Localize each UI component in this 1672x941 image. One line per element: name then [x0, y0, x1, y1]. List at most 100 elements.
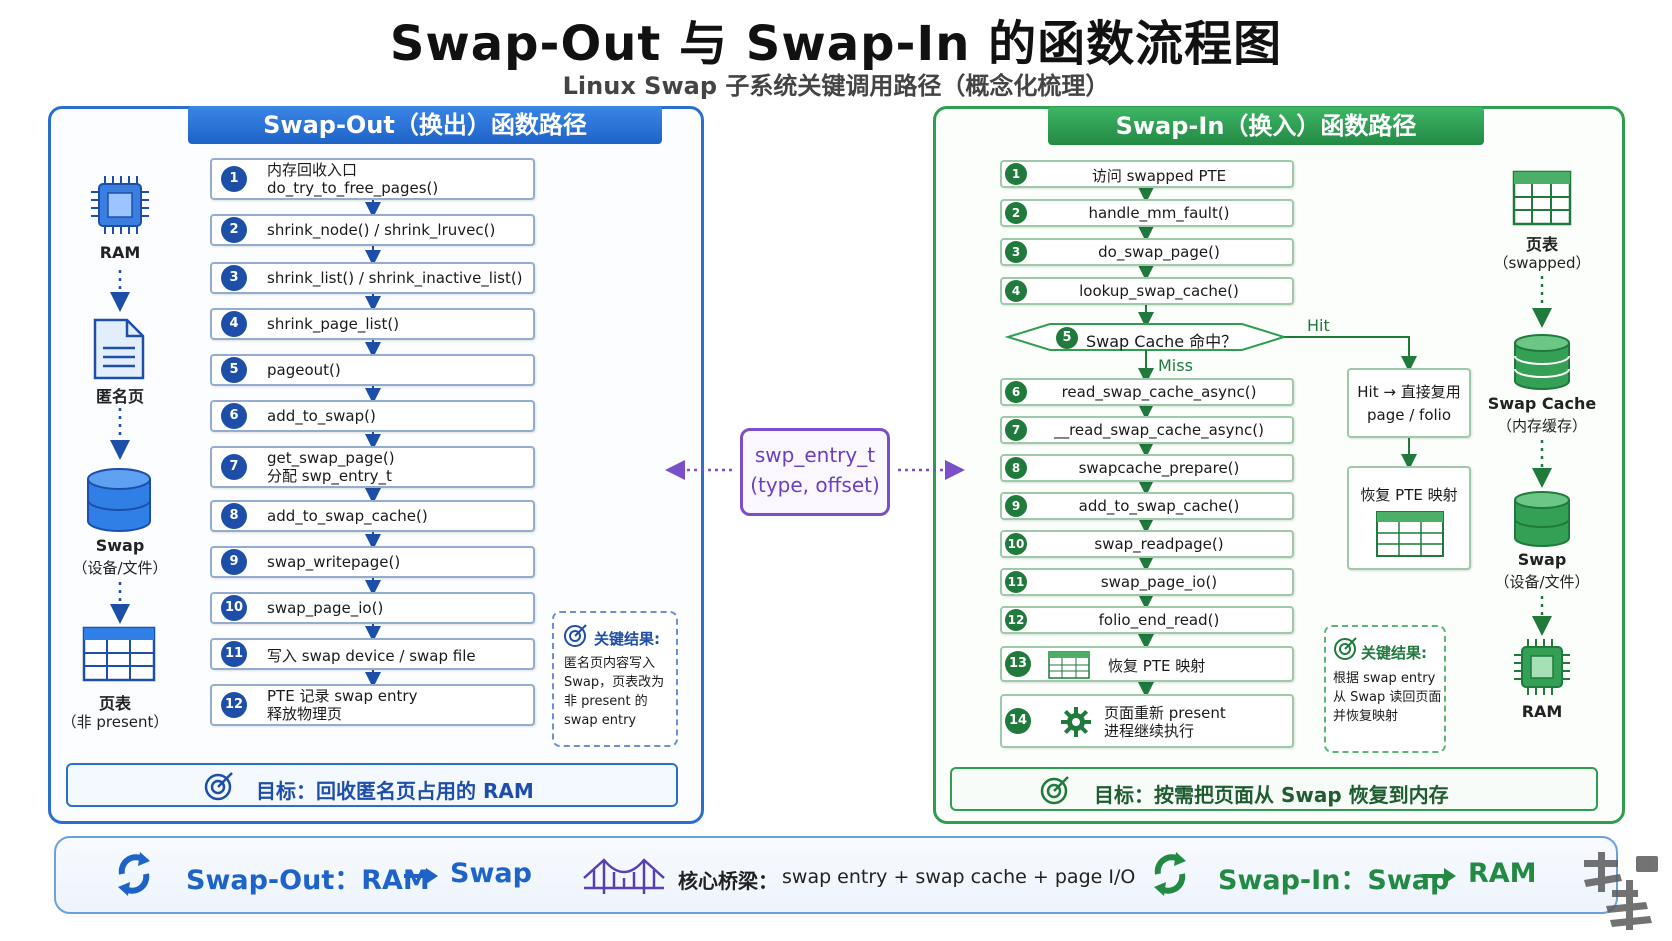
- table-icon: [1048, 651, 1090, 679]
- document-icon: [93, 318, 145, 380]
- hit-reuse-box: Hit → 直接复用 page / folio: [1347, 368, 1471, 438]
- swap-in-goal: 目标：按需把页面从 Swap 恢复到内存: [950, 767, 1598, 811]
- step-text: add_to_swap(): [267, 407, 376, 425]
- bottom-in-target: RAM: [1468, 858, 1537, 889]
- table-icon: [1376, 511, 1444, 557]
- bottom-core-label: 核心桥梁：: [678, 869, 778, 893]
- table-icon: [82, 626, 156, 682]
- chip-icon: [1514, 639, 1570, 695]
- step-number: 1: [221, 166, 247, 192]
- swap-in-step-11: 11 swap_page_io(): [1000, 568, 1294, 596]
- swap-in-step-13: 13 恢复 PTE 映射: [1000, 646, 1294, 682]
- hit-label: Hit: [1307, 316, 1330, 335]
- arrow-right-icon: [404, 868, 438, 884]
- summary-bar: Swap-Out：RAM Swap 核心桥梁： swap entry + swa…: [54, 836, 1618, 914]
- step-number: 3: [1005, 241, 1027, 263]
- step-text: __read_swap_cache_async(): [1054, 421, 1264, 439]
- step-text: swap_readpage(): [1094, 535, 1224, 553]
- swap-out-goal: 目标：回收匿名页占用的 RAM: [66, 763, 678, 807]
- step-number: 12: [1005, 609, 1027, 631]
- gear-icon: [1061, 707, 1091, 737]
- refresh-icon: [1154, 852, 1186, 896]
- step-number: 2: [221, 217, 247, 243]
- swap-out-goal-text: 目标：回收匿名页占用的 RAM: [256, 779, 534, 803]
- side-label-ram: RAM: [99, 243, 141, 262]
- swap-in-step-7: 7 __read_swap_cache_async(): [1000, 416, 1294, 444]
- swap-in-key-result-title: 关键结果:: [1361, 644, 1427, 662]
- swap-in-step-6: 6 read_swap_cache_async(): [1000, 378, 1294, 406]
- table-icon: [1512, 170, 1572, 226]
- step-text: pageout(): [267, 361, 341, 379]
- step-number: 9: [1005, 495, 1027, 517]
- step-text: shrink_node() / shrink_lruvec(): [267, 221, 496, 239]
- step-text: handle_mm_fault(): [1088, 204, 1230, 222]
- hit-arrow: [1284, 336, 1417, 372]
- swap-out-key-result: [552, 611, 678, 747]
- step-text: get_swap_page()分配 swp_entry_t: [267, 449, 395, 485]
- step-text: read_swap_cache_async(): [1061, 383, 1257, 401]
- step-number: 10: [221, 595, 247, 621]
- step-number: 9: [221, 549, 247, 575]
- step-number: 5: [221, 357, 247, 383]
- step-number: 6: [1005, 381, 1027, 403]
- side-label-ram-in: RAM: [1521, 702, 1563, 721]
- step-number: 7: [221, 454, 247, 480]
- swap-out-header: Swap-Out（换出）函数路径: [188, 106, 662, 144]
- side-label-anon-page: 匿名页: [95, 387, 144, 406]
- page-title: Swap-Out 与 Swap-In 的函数流程图: [389, 16, 1283, 72]
- side-sub-swap-in: （设备/文件）: [1494, 573, 1590, 591]
- swap-out-step-9: 9 swap_writepage(): [210, 546, 535, 578]
- step-number: 8: [221, 503, 247, 529]
- side-label-swap-in: Swap: [1517, 550, 1567, 569]
- swap-out-key-result-title: 关键结果:: [594, 630, 660, 648]
- swap-in-goal-text: 目标：按需把页面从 Swap 恢复到内存: [1094, 783, 1449, 807]
- target-icon: [204, 772, 233, 801]
- side-label-swap: Swap: [95, 536, 145, 555]
- bottom-in-label: Swap-In：Swap: [1218, 865, 1450, 896]
- target-icon: [1040, 776, 1069, 805]
- swap-in-key-result: [1324, 625, 1446, 753]
- step-number: 2: [1005, 202, 1027, 224]
- side-sub-swapcache: （内存缓存）: [1496, 417, 1587, 435]
- swap-in-step-9: 9 add_to_swap_cache(): [1000, 492, 1294, 520]
- logo-seal-icon: [1584, 852, 1658, 930]
- swap-out-step-2: 2 shrink_node() / shrink_lruvec(): [210, 214, 535, 246]
- step-text: add_to_swap_cache(): [267, 507, 428, 525]
- side-sub-pagetable-in: （swapped）: [1493, 254, 1591, 272]
- step-text: swap_page_io(): [1100, 573, 1218, 591]
- swap-in-step-2: 2 handle_mm_fault(): [1000, 199, 1294, 227]
- target-icon: [564, 624, 587, 647]
- swap-in-key-result-text: 根据 swap entry 从 Swap 读回页面 并恢复映射: [1333, 671, 1442, 724]
- decision-number: 5: [1056, 327, 1078, 349]
- step-number: 4: [1005, 280, 1027, 302]
- step-number: 14: [1005, 708, 1031, 734]
- database-icon: [1514, 491, 1570, 547]
- step-number: 11: [1005, 571, 1027, 593]
- bridge-line1: swp_entry_t: [754, 443, 876, 467]
- step-number: 7: [1005, 419, 1027, 441]
- miss-label: Miss: [1158, 356, 1193, 375]
- bottom-out-label: Swap-Out：RAM: [186, 865, 430, 896]
- step-text: shrink_page_list(): [267, 315, 400, 333]
- target-icon: [1334, 637, 1357, 660]
- step-text: do_swap_page(): [1098, 243, 1220, 261]
- step-number: 3: [221, 265, 247, 291]
- step-text: 页面重新 present 进程继续执行: [1104, 704, 1226, 740]
- swap-in-header: Swap-In（换入）函数路径: [1048, 107, 1484, 145]
- step-text: add_to_swap_cache(): [1078, 497, 1240, 515]
- swap-out-step-5: 5 pageout(): [210, 354, 535, 386]
- hit-restore-box: 恢复 PTE 映射: [1347, 466, 1471, 570]
- step-text: swap_writepage(): [267, 553, 401, 571]
- step-text: lookup_swap_cache(): [1079, 282, 1239, 300]
- step-text: swap_page_io(): [267, 599, 384, 617]
- swap-out-key-result-text: 匿名页内容写入 Swap，页表改为 非 present 的 swap entry: [564, 656, 665, 728]
